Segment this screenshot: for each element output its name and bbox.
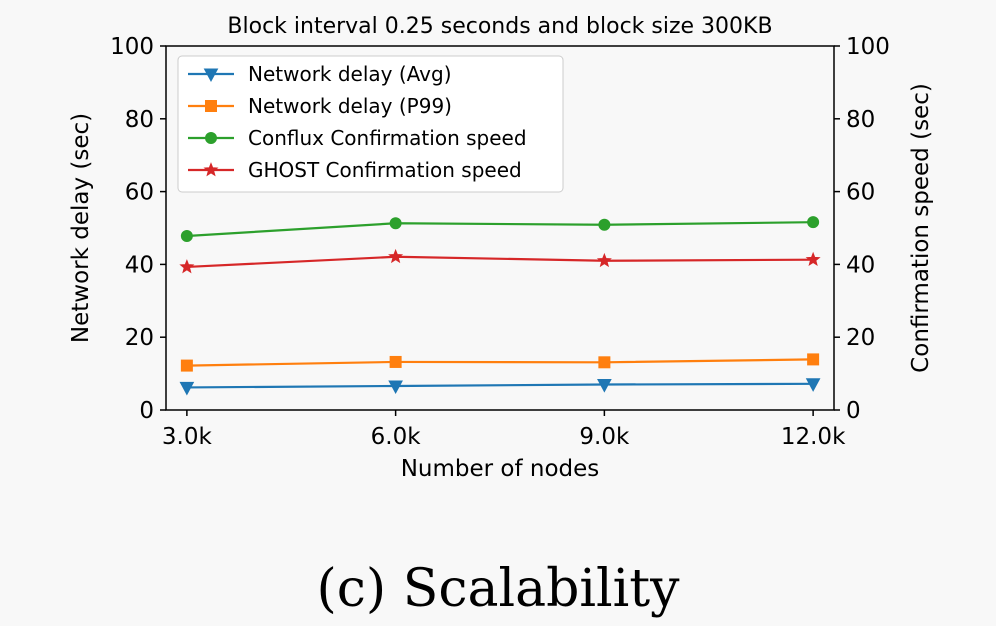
y-tick-label-left: 80 [125,107,154,133]
data-point [388,248,404,264]
data-point [805,378,821,392]
y-tick-label-right: 0 [846,398,861,424]
legend-label: GHOST Confirmation speed [248,158,522,182]
x-tick-label: 9.0k [579,424,630,450]
data-point [388,380,403,395]
data-point [179,381,195,396]
y-tick-label-right: 40 [846,252,875,278]
y-tick-label-left: 60 [125,180,154,206]
data-point [596,252,612,268]
legend-label: Network delay (Avg) [248,62,452,86]
y-tick-label-left: 40 [125,252,154,278]
right-y-axis: 0 20 40 60 80 100 [834,34,890,424]
y-axis-label-left: Network delay (sec) [68,113,94,343]
legend-marker [205,132,217,144]
series-line [186,221,814,238]
series-line [186,358,814,367]
x-tick-label: 6.0k [371,424,422,450]
y-tick-label-left: 20 [125,325,154,351]
y-tick-label-left: 100 [110,34,154,60]
x-axis: 3.0k 6.0k 9.0k 12.0k [162,410,846,450]
x-axis-label: Number of nodes [401,456,600,482]
x-tick-label: 12.0k [781,424,846,450]
y-tick-label-right: 20 [846,325,875,351]
legend-label: Conflux Confirmation speed [248,126,527,150]
y-tick-label-left: 0 [139,398,154,424]
legend-label: Network delay (P99) [248,94,452,118]
y-tick-label-right: 80 [846,107,875,133]
legend-box [177,55,564,193]
data-point [389,355,402,368]
data-point [598,356,611,369]
legend: Network delay (Avg) Network delay (P99) Co… [177,55,564,193]
data-point [179,259,195,274]
data-point [180,359,193,372]
y-tick-label-right: 60 [846,180,875,206]
legend-marker [203,162,219,177]
data-point [597,379,612,393]
left-y-axis: 0 20 40 60 80 100 [110,34,166,424]
series-line [186,382,814,389]
legend-marker [203,68,219,83]
figure-caption: (c) Scalability [316,559,680,619]
plot-frame [165,45,835,411]
series-conflux-confirmation-speed [180,216,820,243]
series-layer [179,216,821,396]
data-point [389,217,402,230]
data-point [807,216,820,229]
data-point [180,230,193,243]
series-network-delay-avg [179,378,821,396]
data-point [807,353,820,366]
series-line [186,255,814,269]
data-point [598,218,611,231]
chart-title: Block interval 0.25 seconds and block si… [227,14,772,39]
y-axis-label-right: Confirmation speed (sec) [908,83,934,373]
series-network-delay-p99 [180,353,820,372]
y-tick-label-right: 100 [846,34,890,60]
data-point [805,251,821,267]
x-tick-label: 3.0k [162,424,213,450]
series-ghost-confirmation-speed [179,248,821,274]
legend-marker [205,100,217,112]
